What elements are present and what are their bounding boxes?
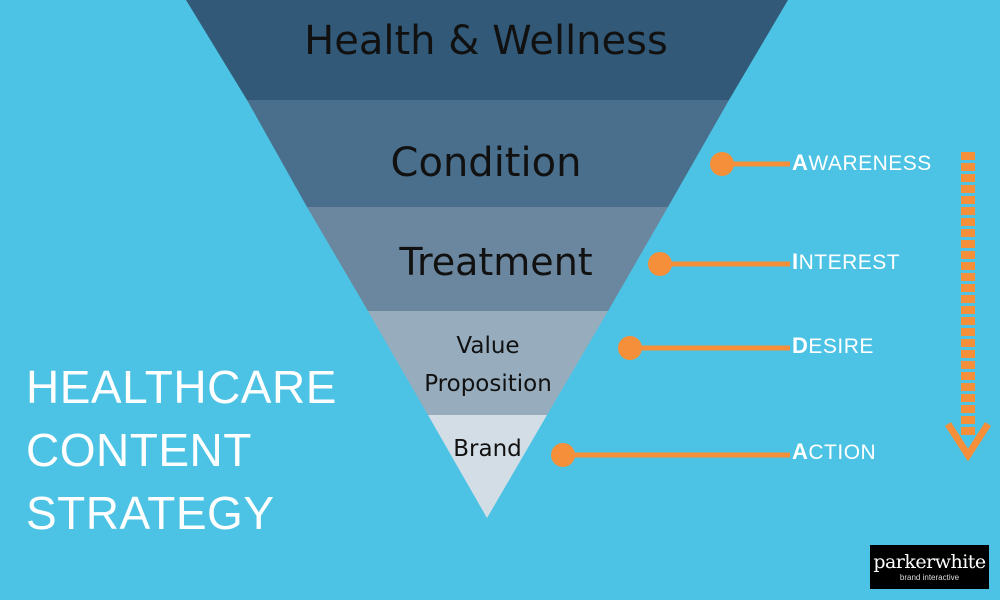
logo-tagline: brand interactive — [899, 573, 960, 582]
tier-label-value-line1: Value — [456, 333, 520, 359]
tier-label-value-line2: Proposition — [424, 371, 552, 397]
tier-label-treatment: Treatment — [399, 240, 593, 284]
tier-label-condition: Condition — [390, 140, 582, 186]
aida-initial: I — [792, 249, 799, 274]
tier-label-value-proposition: Value Proposition — [368, 327, 608, 403]
aida-rest: WARENESS — [808, 152, 932, 175]
side-title-line3: STRATEGY — [26, 487, 275, 539]
connector-interest — [648, 252, 790, 276]
funnel-tier-treatment — [307, 207, 668, 311]
side-title-line1: HEALTHCARE — [26, 361, 337, 413]
aida-label-action: ACTION — [792, 439, 876, 465]
funnel-tier-health-wellness — [186, 0, 788, 100]
aida-rest: NTEREST — [798, 251, 901, 274]
side-title: HEALTHCARE CONTENT STRATEGY — [26, 356, 337, 545]
aida-label-interest: INTEREST — [792, 249, 900, 275]
logo-name: parkerwhite — [873, 551, 986, 573]
aida-label-desire: DESIRE — [792, 333, 874, 359]
side-title-line2: CONTENT — [26, 424, 252, 476]
aida-rest: CTION — [808, 441, 877, 464]
aida-initial: A — [792, 439, 809, 464]
aida-initial: A — [792, 150, 809, 175]
aida-rest: ESIRE — [808, 335, 874, 358]
tier-label-brand: Brand — [453, 436, 522, 462]
funnel-tier-brand — [428, 415, 547, 518]
aida-label-awareness: AWARENESS — [792, 150, 932, 176]
aida-initial: D — [792, 333, 809, 358]
connector-desire — [618, 336, 790, 360]
funnel-tier-value-proposition — [368, 311, 608, 415]
funnel-tier-condition — [247, 100, 729, 207]
brand-logo: parkerwhite brand interactive — [870, 545, 989, 589]
down-arrow-icon — [945, 152, 991, 462]
connector-action — [551, 443, 790, 467]
tier-label-health-wellness: Health & Wellness — [304, 18, 668, 64]
connector-awareness — [710, 152, 790, 176]
